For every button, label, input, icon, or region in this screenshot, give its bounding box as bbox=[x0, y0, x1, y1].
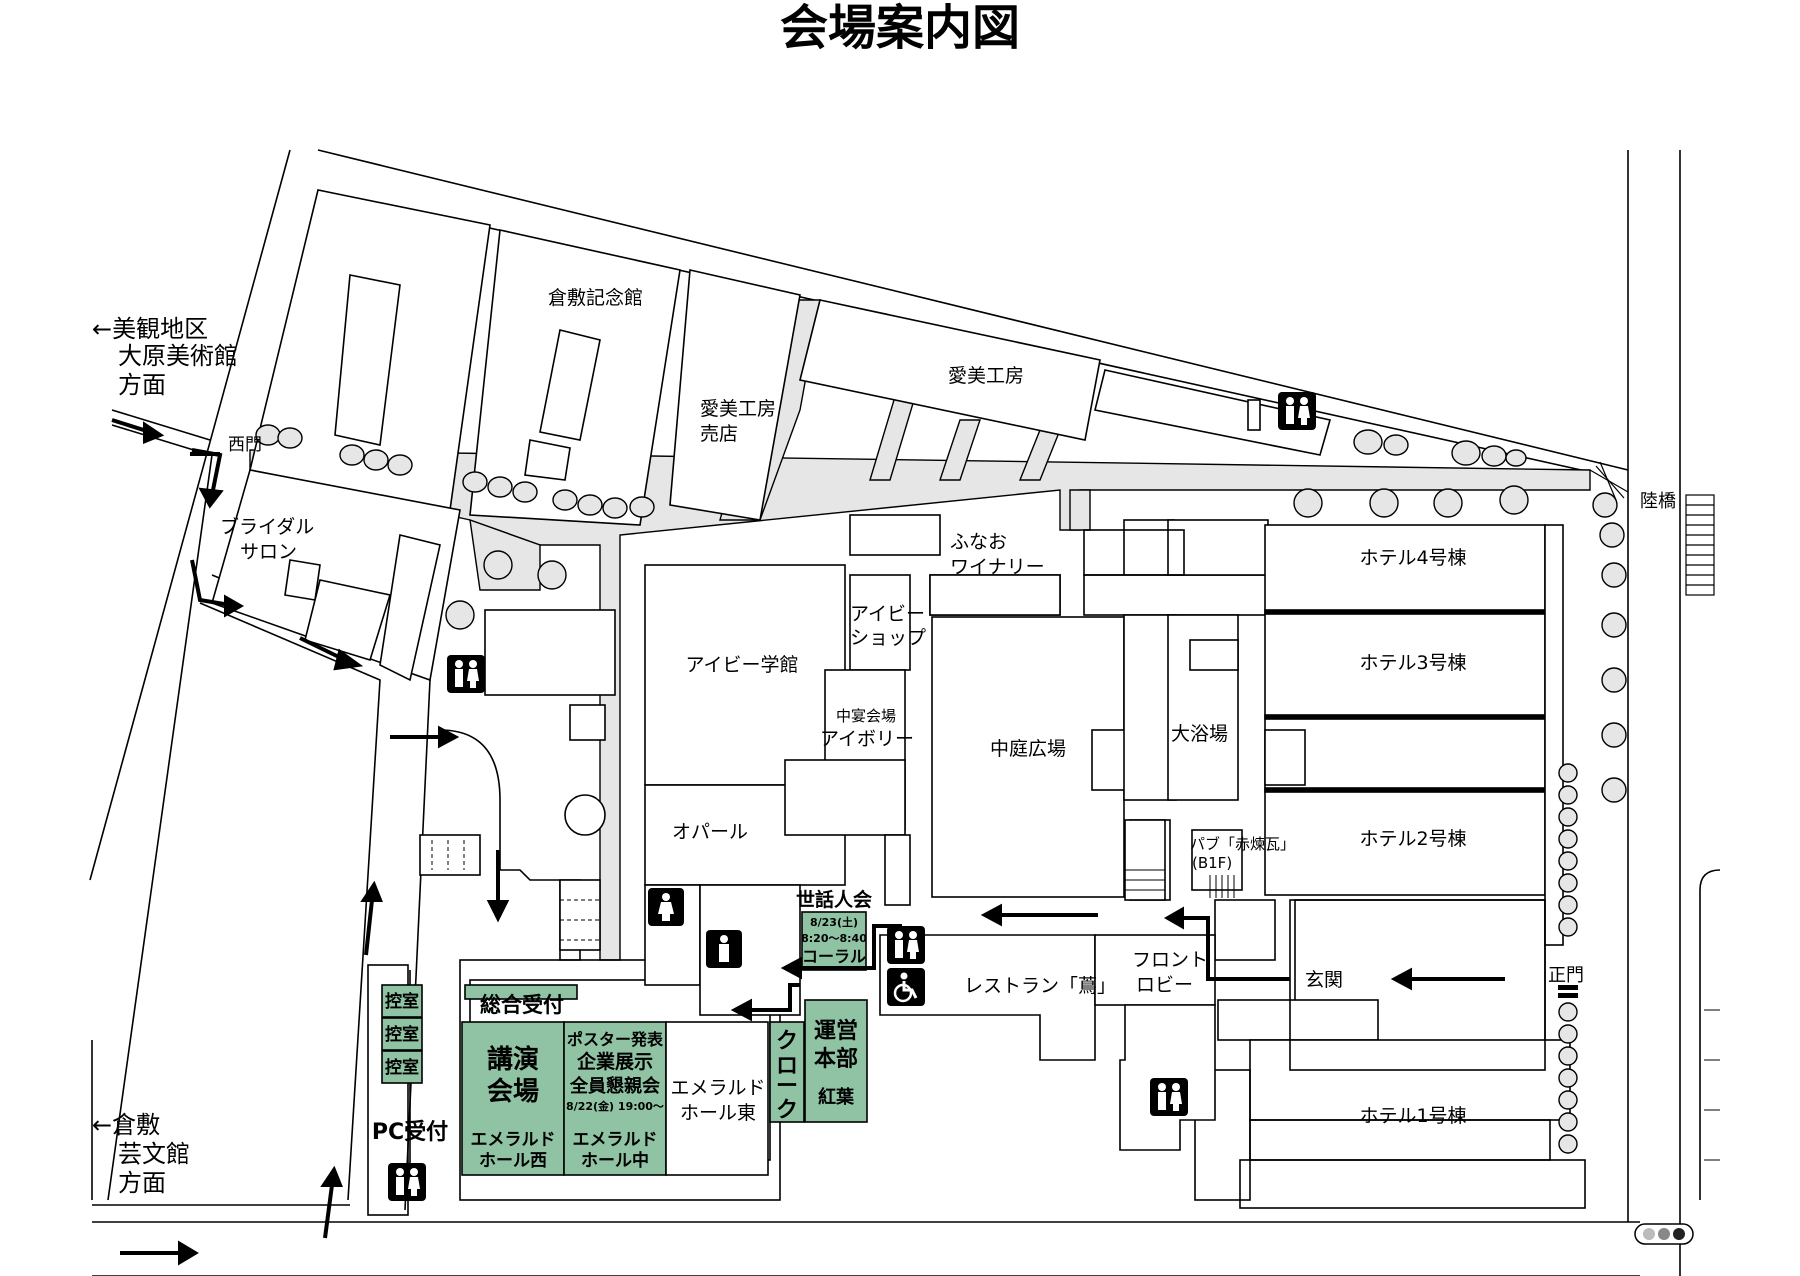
south-buildings bbox=[367, 884, 1546, 1216]
label-cloak-3: ー bbox=[776, 1074, 798, 1099]
label-coral: コーラル bbox=[802, 947, 866, 966]
main-gate-marker-2 bbox=[1558, 993, 1578, 998]
page-title: 会場案内図 bbox=[780, 0, 1020, 56]
restroom-icon bbox=[1150, 1078, 1188, 1116]
restroom-icon-female bbox=[648, 888, 684, 926]
label-emerald-east-2: ホール東 bbox=[680, 1102, 756, 1124]
direction-west-bottom-1: ←倉敷 bbox=[92, 1111, 160, 1139]
north-buildings bbox=[249, 189, 1332, 526]
label-winery-1: ふなお bbox=[950, 531, 1007, 553]
management-hq bbox=[804, 999, 868, 1123]
label-sewanin: 世話人会 bbox=[796, 888, 872, 911]
label-pub-1: パブ「赤煉瓦」 bbox=[1190, 835, 1295, 853]
direction-west-bottom-2: 芸文館 bbox=[118, 1140, 190, 1168]
traffic-signal-icon bbox=[1634, 1223, 1694, 1245]
label-aibi-shop-1: 愛美工房 bbox=[700, 398, 776, 420]
label-emerald-west-1: エメラルド bbox=[471, 1130, 556, 1150]
building-labels: 倉敷記念館 愛美工房 愛美工房 売店 ブライダル サロン ふなお ワイナリー ア… bbox=[220, 286, 1467, 1127]
label-ivory-small: 中宴会場 bbox=[836, 707, 896, 725]
label-cloak-1: ク bbox=[776, 1029, 798, 1054]
label-opal: オパール bbox=[672, 821, 748, 843]
label-unei-1: 運営 bbox=[814, 1018, 858, 1044]
label-reception: 総合受付 bbox=[480, 993, 564, 1017]
label-sewanin-date: 8/23(土) bbox=[810, 915, 858, 929]
label-hikae-2: 控室 bbox=[385, 1024, 419, 1045]
direction-labels: ←美観地区 大原美術館 方面 ←倉敷 芸文館 方面 bbox=[92, 315, 238, 1197]
restroom-icon bbox=[1278, 392, 1316, 430]
direction-west-top-3: 方面 bbox=[118, 371, 166, 399]
label-front-2: ロビー bbox=[1136, 974, 1193, 996]
event-rooms bbox=[381, 911, 868, 1176]
label-restaurant: レストラン「蔦」 bbox=[964, 975, 1116, 997]
west-buildings bbox=[211, 469, 616, 1200]
restroom-icons bbox=[388, 392, 1316, 1201]
main-gate-label: 正門 bbox=[1548, 965, 1584, 986]
label-emerald-mid-1: エメラルド bbox=[573, 1130, 658, 1150]
hikae-1 bbox=[381, 984, 423, 1018]
label-hikae-1: 控室 bbox=[385, 991, 419, 1012]
label-genkan: 玄関 bbox=[1305, 969, 1343, 991]
label-sewanin-time: 8:20～8:40 bbox=[801, 932, 867, 945]
label-nakaniwa: 中庭広場 bbox=[990, 738, 1066, 760]
label-cloak-4: ク bbox=[776, 1098, 798, 1123]
label-emerald-west-2: ホール西 bbox=[479, 1151, 547, 1171]
west-gate-label: 西門 bbox=[228, 435, 262, 455]
emerald-hall-mid bbox=[563, 1021, 667, 1176]
restroom-icon bbox=[388, 1163, 426, 1201]
cloak-room bbox=[769, 1021, 805, 1123]
label-koen-2: 会場 bbox=[487, 1077, 539, 1107]
label-koen-1: 講演 bbox=[487, 1044, 539, 1075]
label-pc-reception: PC受付 bbox=[372, 1119, 448, 1145]
reception-strip bbox=[464, 984, 578, 1000]
bridge-stairs bbox=[1589, 461, 1715, 596]
label-ivory: アイボリー bbox=[820, 728, 914, 750]
label-party-time: 8/22(金) 19:00～ bbox=[566, 1099, 664, 1113]
label-hotel2: ホテル2号棟 bbox=[1359, 828, 1466, 850]
emerald-hall-east bbox=[665, 1021, 769, 1176]
event-labels: 世話人会 8/23(土) 8:20～8:40 コーラル 総合受付 講演 会場 エ… bbox=[372, 888, 872, 1171]
label-hikae-3: 控室 bbox=[385, 1057, 419, 1078]
restroom-icon bbox=[887, 926, 925, 964]
label-poster-3: 全員懇親会 bbox=[569, 1075, 660, 1097]
label-ivy-shop-1: アイビー bbox=[850, 603, 925, 625]
label-ivy-shop-2: ショップ bbox=[850, 627, 926, 649]
label-unei-2: 本部 bbox=[814, 1046, 858, 1072]
label-front-1: フロント bbox=[1132, 949, 1208, 971]
central-buildings bbox=[644, 514, 1586, 1209]
label-cloak-2: ロ bbox=[776, 1054, 798, 1079]
label-kurashiki-memorial: 倉敷記念館 bbox=[548, 286, 643, 309]
label-hotel1: ホテル1号棟 bbox=[1359, 1105, 1466, 1127]
bridge-label: 陸橋 bbox=[1640, 491, 1676, 512]
label-bridal-1: ブライダル bbox=[220, 515, 314, 538]
label-koyo: 紅葉 bbox=[818, 1086, 855, 1108]
direction-west-bottom-3: 方面 bbox=[118, 1169, 166, 1197]
label-hotel4: ホテル4号棟 bbox=[1359, 547, 1466, 569]
label-ivy-gakkan: アイビー学館 bbox=[685, 654, 798, 676]
wheelchair-icon bbox=[887, 968, 925, 1006]
label-aibi-kobo: 愛美工房 bbox=[948, 365, 1024, 387]
direction-west-top-1: ←美観地区 bbox=[92, 315, 208, 343]
label-pub-2: (B1F) bbox=[1192, 854, 1232, 872]
restroom-icon-male bbox=[706, 930, 742, 968]
label-bridal-2: サロン bbox=[240, 541, 297, 563]
direction-arrow-icons bbox=[111, 418, 1505, 1266]
label-emerald-mid-2: ホール中 bbox=[581, 1150, 649, 1171]
direction-west-top-2: 大原美術館 bbox=[118, 342, 238, 370]
label-daiyokujo: 大浴場 bbox=[1171, 723, 1228, 745]
label-poster-1: ポスター発表 bbox=[567, 1030, 664, 1049]
label-poster-2: 企業展示 bbox=[576, 1050, 653, 1073]
hikae-2 bbox=[381, 1017, 423, 1051]
hikae-3 bbox=[381, 1050, 423, 1084]
label-aibi-shop-2: 売店 bbox=[700, 423, 738, 445]
restroom-icon bbox=[447, 655, 485, 693]
trees bbox=[255, 424, 1627, 1154]
label-emerald-east-1: エメラルド bbox=[670, 1077, 765, 1099]
label-hotel3: ホテル3号棟 bbox=[1359, 652, 1466, 674]
label-winery-2: ワイナリー bbox=[950, 556, 1045, 578]
main-gate-marker bbox=[1558, 985, 1578, 990]
